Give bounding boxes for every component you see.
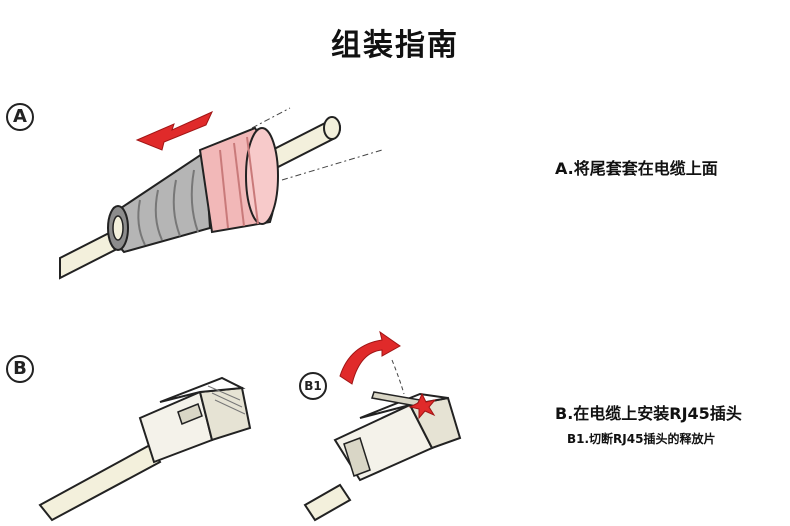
step-b-caption: B.在电缆上安装RJ45插头 bbox=[555, 404, 742, 423]
step-b-cable bbox=[38, 443, 162, 522]
page-title: 组装指南 bbox=[331, 28, 459, 63]
step-b1-caption: B1.切断RJ45插头的释放片 bbox=[567, 432, 716, 446]
step-b1-badge: B1 bbox=[299, 372, 327, 400]
step-a-illustration bbox=[59, 107, 383, 280]
step-b1-cut-star-icon bbox=[408, 392, 437, 420]
step-a-boot-pink bbox=[198, 126, 279, 234]
step-a-boot-grey bbox=[107, 150, 212, 254]
step-a-badge: A bbox=[6, 103, 34, 131]
step-b1-cable bbox=[303, 483, 352, 522]
step-b-badge: B bbox=[6, 355, 34, 383]
step-a-guide-line bbox=[281, 149, 383, 181]
step-b-illustration bbox=[38, 376, 252, 522]
step-b1-guide-line bbox=[391, 359, 405, 395]
step-a-guide-line bbox=[251, 107, 291, 129]
step-b1-illustration bbox=[303, 330, 462, 522]
step-a-caption: A.将尾套套在电缆上面 bbox=[555, 159, 718, 178]
step-b1-arrow bbox=[339, 330, 401, 385]
step-b-connector bbox=[138, 376, 252, 464]
step-a-arrow bbox=[135, 110, 214, 151]
step-b1-connector bbox=[333, 391, 462, 482]
